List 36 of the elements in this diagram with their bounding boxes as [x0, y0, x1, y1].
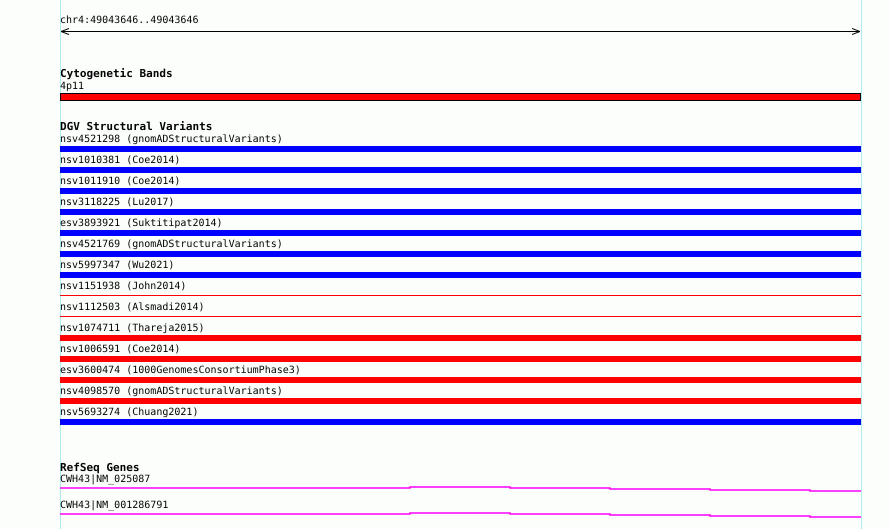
variant-label: nsv5997347 (Wu2021) — [60, 260, 174, 272]
track-title: Cytogenetic Bands — [60, 68, 173, 80]
variant-bar — [60, 146, 861, 152]
variant-label: nsv1006591 (Coe2014) — [60, 344, 180, 356]
variant-bar — [60, 209, 861, 215]
variant-bar — [60, 272, 861, 278]
variant-bar — [60, 230, 861, 236]
variant-label: nsv4521769 (gnomADStructuralVariants) — [60, 239, 283, 251]
variant-bar — [60, 167, 861, 173]
variant-label: nsv1112503 (Alsmadi2014) — [60, 302, 204, 314]
gene-line — [60, 486, 861, 492]
variant-bar — [60, 419, 861, 425]
variant-label: nsv1011910 (Coe2014) — [60, 176, 180, 188]
variant-label: nsv4521298 (gnomADStructuralVariants) — [60, 134, 283, 146]
gene-line — [60, 512, 861, 518]
gene-label: CWH43|NM_001286791 — [60, 500, 168, 512]
variant-bar — [60, 356, 861, 362]
track-title: DGV Structural Variants — [60, 121, 212, 133]
variant-label: nsv3118225 (Lu2017) — [60, 197, 174, 209]
coordinate-label: chr4:49043646..49043646 — [60, 15, 198, 27]
variant-bar — [60, 188, 861, 194]
variant-label: esv3600474 (1000GenomesConsortiumPhase3) — [60, 365, 301, 377]
variant-label: nsv1151938 (John2014) — [60, 281, 186, 293]
variant-label: nsv1010381 (Coe2014) — [60, 155, 180, 167]
variant-bar — [60, 335, 861, 341]
variant-label: nsv1074711 (Thareja2015) — [60, 323, 204, 335]
variant-label: esv3893921 (Suktitipat2014) — [60, 218, 223, 230]
cytoband-bar — [60, 93, 861, 101]
gene-label: CWH43|NM_025087 — [60, 474, 150, 486]
variant-label: nsv4098570 (gnomADStructuralVariants) — [60, 386, 283, 398]
variant-label: nsv5693274 (Chuang2021) — [60, 407, 198, 419]
band-label: 4p11 — [60, 81, 84, 93]
track-title: RefSeq Genes — [60, 462, 140, 474]
variant-bar — [60, 377, 861, 383]
variant-bar — [60, 398, 861, 404]
variant-bar — [60, 251, 861, 257]
